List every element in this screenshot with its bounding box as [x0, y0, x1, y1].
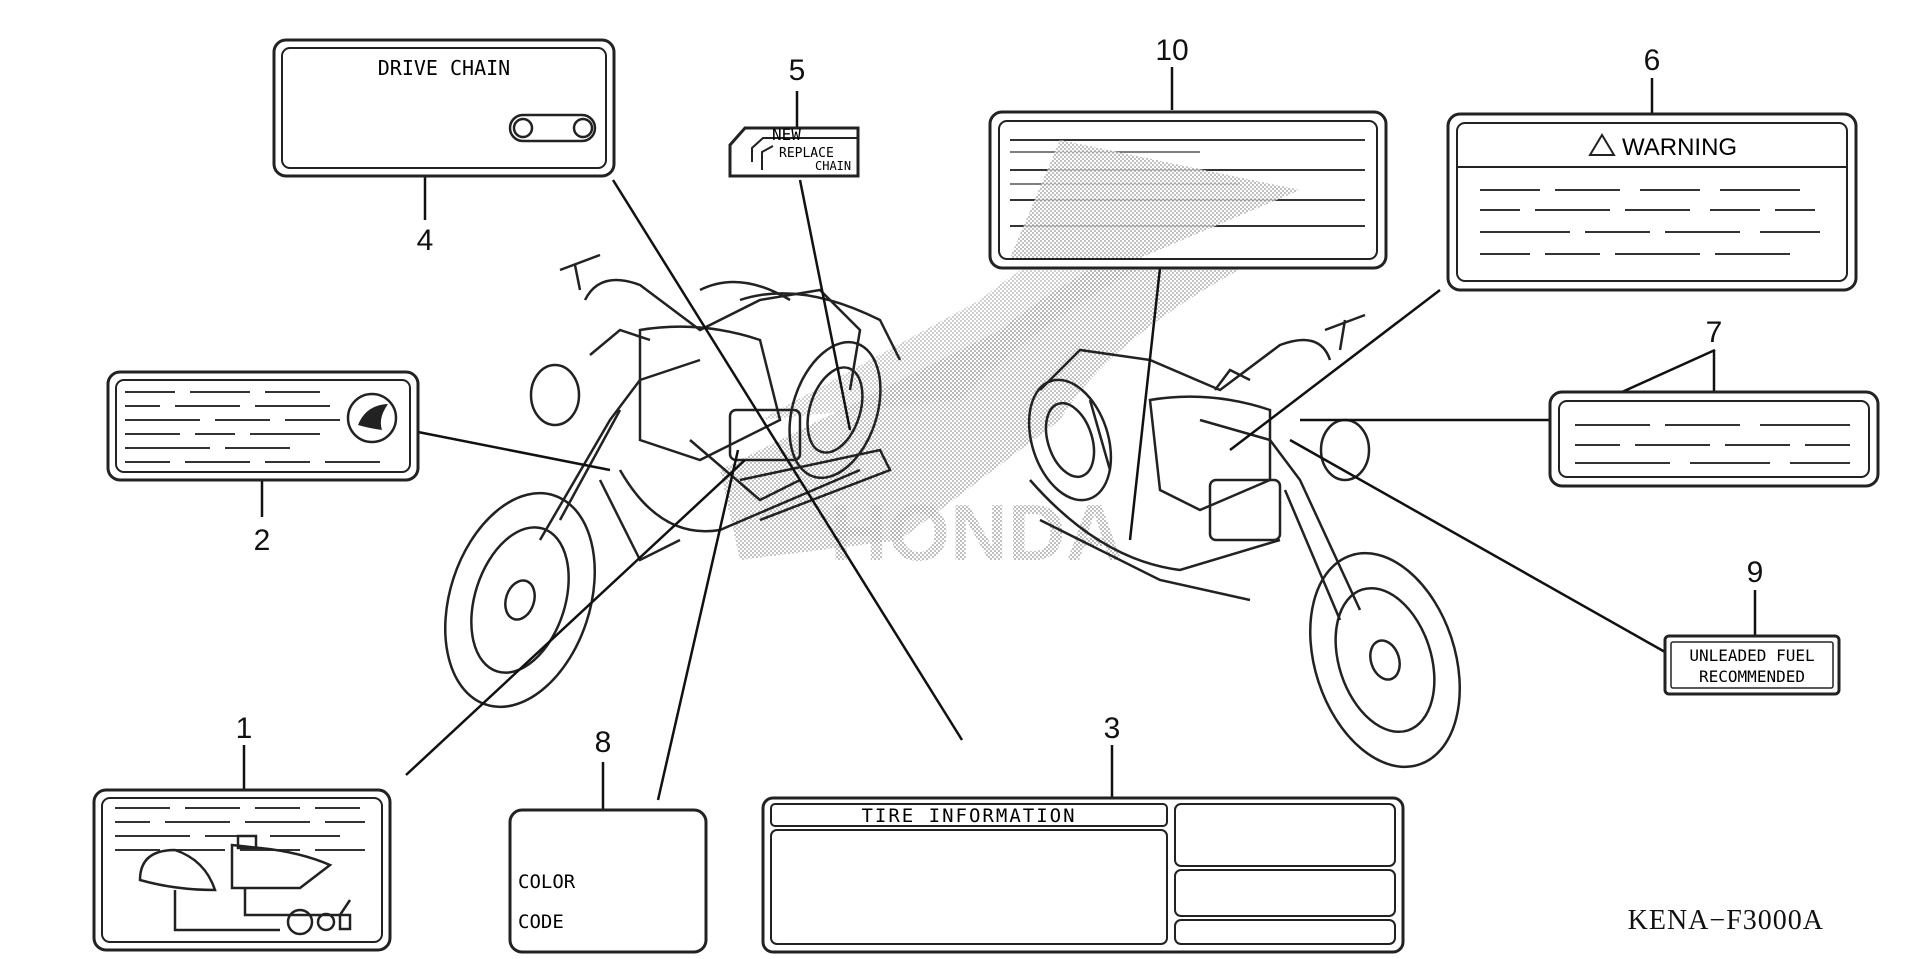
label-1 — [92, 788, 392, 952]
label-2 — [106, 370, 420, 482]
unleaded-fuel-text: UNLEADED FUEL — [1689, 646, 1814, 665]
label-10-info — [988, 110, 1388, 270]
leader-6 — [1229, 289, 1441, 451]
leader-10 — [1128, 267, 1162, 541]
label-9-unleaded-fuel: UNLEADED FUEL RECOMMENDED — [1663, 634, 1841, 696]
callout-3: 3 — [1104, 712, 1121, 745]
new-text: NEW — [772, 125, 801, 144]
code-text: CODE — [518, 911, 564, 933]
label-5-new-replace-chain: NEW REPLACE CHAIN — [728, 125, 860, 178]
leader-lines — [242, 67, 1757, 810]
label-4-drive-chain: DRIVE CHAIN — [272, 38, 616, 178]
leader-9 — [1289, 438, 1666, 654]
honda-watermark-text: HONDA — [830, 488, 1123, 577]
label-8-color-code: COLOR CODE — [508, 808, 708, 954]
callout-4: 4 — [417, 224, 434, 257]
tire-information-text: TIRE INFORMATION — [861, 805, 1076, 827]
label-3-tire-information: TIRE INFORMATION — [761, 796, 1405, 954]
label-7 — [1548, 390, 1880, 488]
leader-1 — [405, 459, 746, 776]
leader-2 — [417, 430, 611, 472]
color-text: COLOR — [518, 871, 576, 893]
part-code: KENA−F3000A — [1627, 905, 1824, 936]
callout-2: 2 — [254, 524, 271, 557]
drive-chain-text: DRIVE CHAIN — [378, 56, 510, 80]
leader-3 — [611, 179, 964, 741]
drive-chain-icon — [508, 113, 597, 143]
fuel-tank-icon — [138, 834, 352, 936]
callout-1: 1 — [236, 712, 253, 745]
chain-text: CHAIN — [815, 159, 851, 173]
replace-text: REPLACE — [779, 146, 834, 161]
callout-10: 10 — [1155, 34, 1188, 67]
label-6-warning: WARNING — [1446, 112, 1858, 292]
callout-7: 7 — [1706, 316, 1723, 349]
warning-triangle-icon — [1588, 133, 1616, 156]
motorcycle-right — [1027, 313, 1461, 769]
honda-wing-icon — [346, 392, 398, 444]
recommended-text: RECOMMENDED — [1699, 667, 1805, 686]
callout-9: 9 — [1747, 556, 1764, 589]
callout-5: 5 — [789, 54, 806, 87]
callout-8: 8 — [595, 726, 612, 759]
motorcycle-left — [444, 253, 902, 709]
leader-5 — [798, 179, 852, 431]
callout-6: 6 — [1644, 44, 1661, 77]
leader-8 — [656, 449, 740, 801]
warning-text: WARNING — [1622, 134, 1737, 161]
callout-numbers: 1 2 3 4 5 6 7 8 9 10 — [236, 34, 1764, 759]
